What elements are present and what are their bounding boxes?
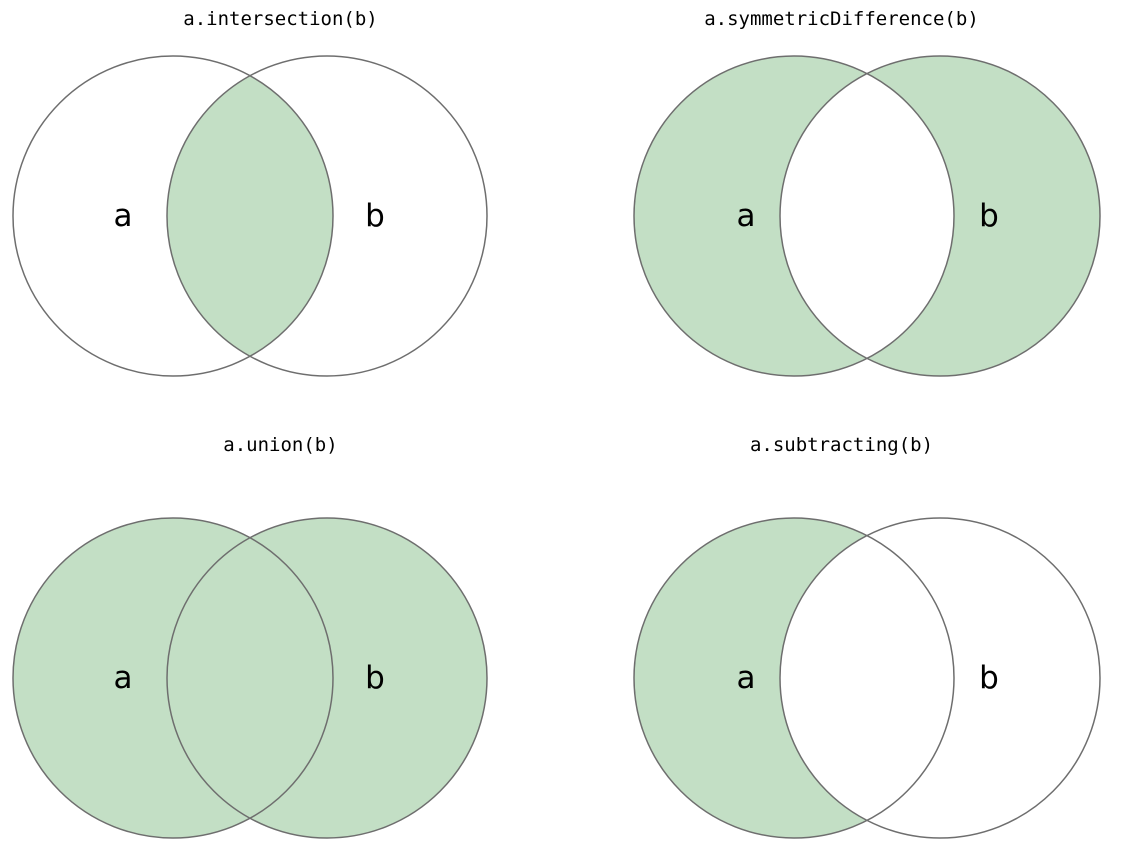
circle-a [12, 55, 334, 377]
panel-title-intersection: a.intersection(b) [183, 8, 378, 30]
circle-b [779, 55, 1101, 377]
circle-b [166, 55, 488, 377]
region-a-and-b [167, 56, 333, 376]
set-label-b: b [365, 660, 385, 696]
venn-svg-union: a b [12, 517, 488, 839]
set-label-a: a [114, 198, 133, 234]
venn-svg-intersection: a b [12, 55, 488, 377]
venn-svg-symmetric-difference: a b [633, 55, 1101, 377]
venn-svg-subtracting: a b [633, 517, 1101, 839]
panel-title-symmetric-difference: a.symmetricDifference(b) [704, 8, 979, 30]
set-label-a: a [737, 660, 756, 696]
circle-a [12, 517, 334, 839]
circle-b [166, 517, 488, 839]
set-label-b: b [979, 660, 999, 696]
panel-title-union: a.union(b) [223, 434, 338, 456]
set-label-a: a [737, 198, 756, 234]
circle-a [633, 55, 955, 377]
panel-intersection: a.intersection(b) a b [0, 0, 561, 425]
panel-subtracting: a.subtracting(b) a b [561, 426, 1122, 851]
panel-title-subtracting: a.subtracting(b) [749, 434, 934, 456]
region-b-only [780, 56, 1100, 376]
panel-union: a.union(b) a b [0, 426, 561, 851]
circle-b [779, 517, 1101, 839]
circle-a [633, 517, 955, 839]
region-a-only [634, 518, 954, 838]
panel-symmetric-difference: a.symmetricDifference(b) [561, 0, 1122, 425]
set-label-a: a [114, 660, 133, 696]
set-label-b: b [365, 198, 385, 234]
set-label-b: b [979, 198, 999, 234]
region-b-filled [167, 518, 487, 838]
